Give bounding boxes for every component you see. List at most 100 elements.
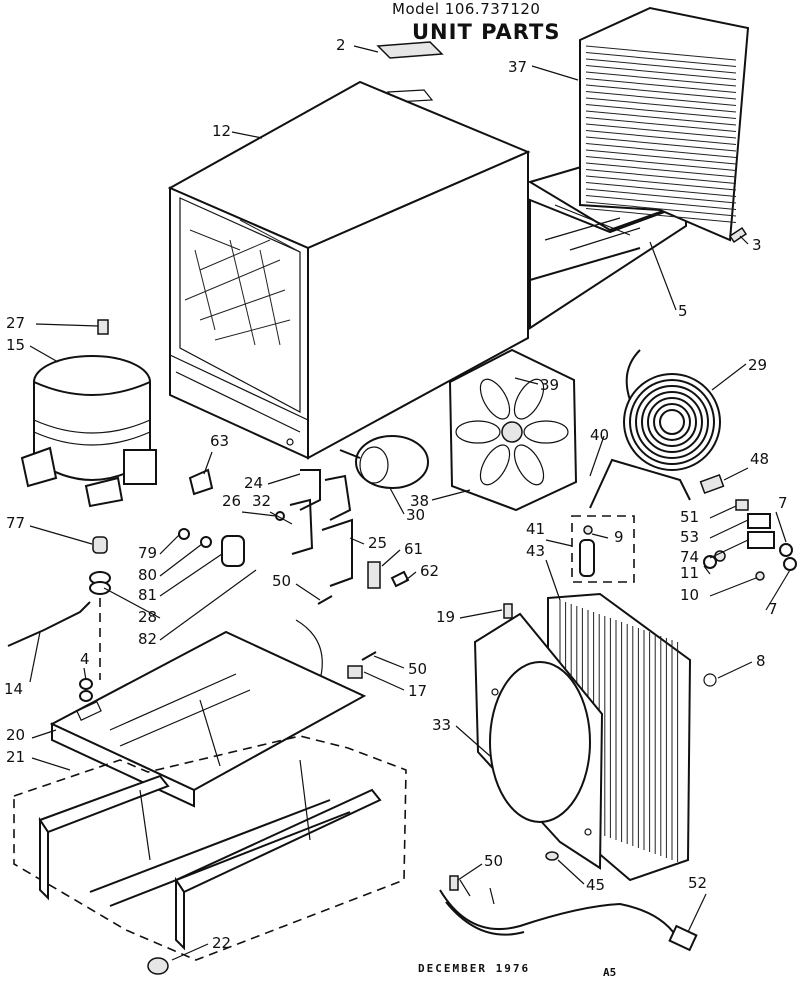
callout-c82: 82 (138, 630, 157, 648)
part-61-62 (367, 561, 410, 589)
part-compressor (20, 355, 157, 508)
grille-slat (585, 91, 737, 106)
callout-c27: 27 (6, 314, 25, 332)
callout-c24: 24 (244, 474, 263, 492)
callout-c5: 5 (678, 302, 688, 320)
coil-ring (647, 397, 697, 447)
callout-c50a: 50 (272, 572, 291, 590)
callout-c21: 21 (6, 748, 25, 766)
callout-c28: 28 (138, 608, 157, 626)
callout-c29: 29 (748, 356, 767, 374)
callout-c50b: 50 (408, 660, 427, 678)
callout-c26: 26 (222, 492, 241, 510)
leader-line (703, 565, 711, 575)
callout-c51: 51 (680, 508, 699, 526)
part-19 (503, 603, 513, 619)
callout-c77: 77 (6, 514, 25, 532)
callout-c32: 32 (252, 492, 271, 510)
part-screw-50c (449, 875, 459, 891)
leader-line (389, 487, 405, 515)
callout-c43: 43 (526, 542, 545, 560)
leader-line (687, 893, 707, 933)
leader-line (29, 345, 59, 363)
fan-blade (523, 420, 569, 444)
callout-c38: 38 (410, 492, 429, 510)
leader-line (103, 587, 161, 619)
callout-c30: 30 (406, 506, 425, 524)
callout-c11: 11 (680, 564, 699, 582)
leader-line (455, 725, 491, 757)
callout-c19: 19 (436, 608, 455, 626)
leader-line (171, 943, 209, 961)
grille-slat (585, 65, 737, 80)
fan-blade (455, 420, 501, 444)
leader-line (381, 549, 401, 567)
leader-line (35, 323, 99, 327)
callout-c52: 52 (688, 874, 707, 892)
part-screw-3 (728, 226, 748, 244)
grille-slat (585, 195, 737, 210)
grille-slat (585, 201, 737, 217)
part-tube-40 (589, 458, 691, 509)
leader-line (353, 45, 379, 53)
grille-slat (585, 97, 737, 113)
part-capacitor (571, 515, 635, 583)
leader-line (159, 543, 203, 577)
part-small-hardware (89, 528, 245, 680)
leader-line (557, 859, 585, 885)
part-screws-50 (295, 595, 377, 681)
part-shroud (473, 612, 604, 870)
grille-slat (585, 110, 737, 126)
leader-line (591, 533, 609, 539)
callout-c74: 74 (680, 548, 699, 566)
leader-line (545, 539, 573, 547)
callout-c61: 61 (404, 540, 423, 558)
leader-line (295, 583, 321, 601)
grille-slat (585, 104, 737, 119)
callout-c10: 10 (680, 586, 699, 604)
part-label-plate (376, 41, 444, 103)
part-45 (545, 851, 559, 861)
grille-slat (585, 123, 737, 139)
leader-line (349, 537, 365, 545)
part-grommet-27 (97, 319, 109, 335)
part-foot (147, 957, 169, 975)
callout-c22: 22 (212, 934, 231, 952)
grille-slat (585, 136, 737, 152)
grille-slat (585, 143, 737, 158)
callout-c15: 15 (6, 336, 25, 354)
leader-line (405, 571, 417, 581)
coil-ring (641, 391, 703, 453)
leader-line (531, 65, 579, 81)
callout-c37: 37 (508, 58, 527, 76)
callout-c17: 17 (408, 682, 427, 700)
grille-slat (585, 175, 737, 191)
callout-c7a: 7 (778, 494, 788, 512)
page-title: UNIT PARTS (412, 20, 561, 44)
grille-slat (585, 71, 737, 87)
leader-line (775, 511, 787, 543)
leader-line (29, 525, 93, 545)
part-base-frame (13, 735, 407, 961)
footer-date: DECEMBER 1976 (418, 962, 531, 975)
callout-c79: 79 (138, 544, 157, 562)
leader-line (723, 467, 749, 481)
coil-ring (623, 373, 721, 471)
part-63 (188, 468, 214, 496)
leader-line (709, 539, 749, 559)
callout-c80: 80 (138, 566, 157, 584)
leader-line (514, 377, 539, 385)
callout-c45: 45 (586, 876, 605, 894)
grille-slat (585, 58, 737, 74)
callout-c20: 20 (6, 726, 25, 744)
grille-slat (585, 208, 737, 223)
leader-lines (29, 45, 791, 961)
coil-ring (659, 409, 685, 435)
grille-slat (585, 45, 737, 61)
grille-slat (585, 162, 737, 178)
grille-slat (585, 84, 737, 100)
part-fan-blade (448, 348, 578, 512)
leader-line (83, 667, 87, 681)
callout-c40: 40 (590, 426, 609, 444)
